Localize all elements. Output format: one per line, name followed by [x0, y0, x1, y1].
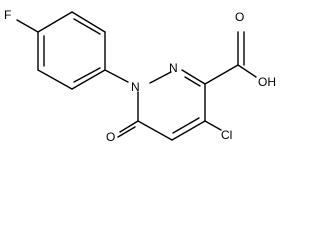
bond-c1-c2: [37, 11, 73, 33]
ring-nitrogen-2-label: N: [169, 61, 178, 75]
fluorine-label: F: [4, 8, 11, 22]
hydroxyl-label: OH: [258, 75, 276, 89]
double-bond-c4-c5-inner: [73, 67, 101, 83]
bond-c4-cl: [204, 120, 222, 131]
double-bond-c2-c3-inner: [73, 18, 101, 35]
double-bond-c6-o: [117, 126, 136, 138]
fluorophenyl-ring: [37, 11, 106, 90]
bond-c5-c6: [37, 69, 73, 90]
bond-c6-o: [119, 120, 139, 133]
chemical-structure: F N N O Cl O OH: [4, 8, 276, 144]
bond-c5-c6: [137, 120, 173, 141]
bond-phenyl-n1: [104, 69, 129, 83]
bond-c4-c5: [71, 69, 106, 90]
double-bond-c4-c5-inner: [172, 117, 200, 134]
bond-c4-c5: [171, 120, 206, 141]
bond-c-oh: [237, 64, 257, 78]
bond-n2-c3: [181, 69, 206, 85]
bond-c3-cooh: [204, 64, 239, 85]
bond-n1-n2: [149, 71, 172, 84]
double-bond-n2-c3-inner: [184, 76, 201, 87]
ring-nitrogen-1-label: N: [131, 80, 140, 94]
keto-oxygen-label: O: [106, 130, 115, 144]
chlorine-label: Cl: [221, 128, 232, 142]
bond-c-f: [16, 19, 39, 33]
acid-oxygen-label: O: [235, 10, 244, 24]
bond-c2-c3: [71, 11, 106, 33]
pyridazinone-ring: [137, 69, 206, 141]
